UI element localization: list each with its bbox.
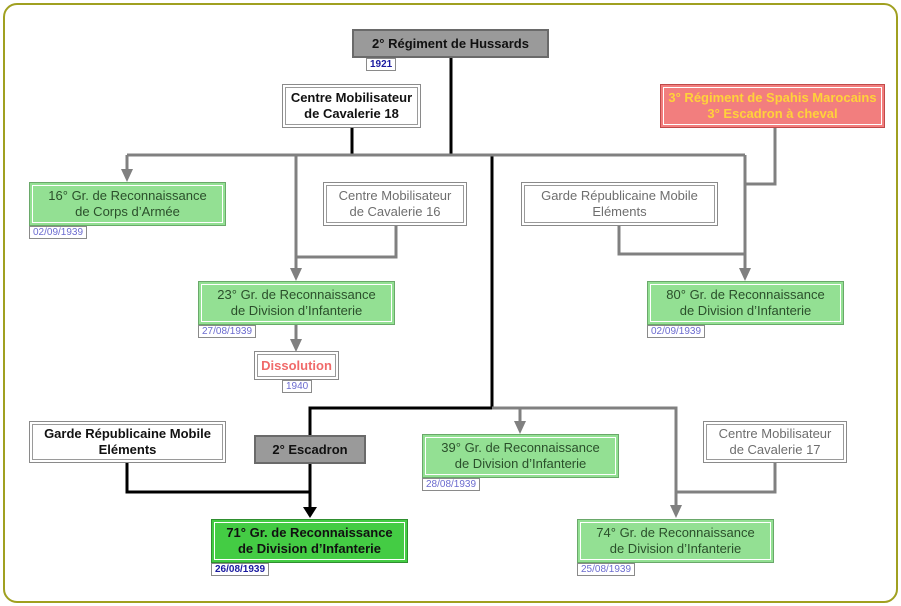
node-label-line1: Centre Mobilisateur xyxy=(718,426,832,441)
date-gr39: 28/08/1939 xyxy=(422,478,481,491)
node-hussards: 2° Régiment de Hussards xyxy=(352,29,549,58)
node-label-line2: de Division d’Infanterie xyxy=(609,541,742,556)
node-cmc17: Centre Mobilisateur de Cavalerie 17 xyxy=(703,421,847,463)
node-label-line2: de Division d’Infanterie xyxy=(230,303,363,318)
node-cmc16: Centre Mobilisateur de Cavalerie 16 xyxy=(323,182,467,226)
cmc18-link xyxy=(350,128,451,157)
node-gr39: 39° Gr. de Reconnaissance de Division d’… xyxy=(422,434,619,478)
grm-b-link xyxy=(125,463,310,494)
node-label-line2: 3° Escadron à cheval xyxy=(707,106,838,121)
node-label: 2° Régiment de Hussards xyxy=(372,35,529,51)
date-gr80: 02/09/1939 xyxy=(647,325,706,338)
date-gr74: 25/08/1939 xyxy=(577,563,636,576)
node-cmc18: Centre Mobilisateur de Cavalerie 18 xyxy=(282,84,421,128)
node-gr16: 16° Gr. de Reconnaissance de Corps d’Arm… xyxy=(29,182,226,226)
node-dissolution: Dissolution xyxy=(254,351,339,380)
node-label-line1: 39° Gr. de Reconnaissance xyxy=(441,440,600,455)
node-label-line1: 80° Gr. de Reconnaissance xyxy=(666,287,825,302)
node-label: 2° Escadron xyxy=(272,441,348,457)
node-label-line2: de Division d’Infanterie xyxy=(679,303,812,318)
node-gr23: 23° Gr. de Reconnaissance de Division d’… xyxy=(198,281,395,325)
node-label-line1: Centre Mobilisateur xyxy=(290,90,413,105)
node-grm-b: Garde Républicaine Mobile Eléments xyxy=(29,421,226,463)
node-label: Dissolution xyxy=(261,357,332,373)
node-label-line2: de Cavalerie 17 xyxy=(729,442,821,457)
date-gr23: 27/08/1939 xyxy=(198,325,257,338)
node-label-line1: 23° Gr. de Reconnaissance xyxy=(217,287,376,302)
node-label-line2: de Division d’Infanterie xyxy=(454,456,587,471)
node-label-line2: de Cavalerie 16 xyxy=(349,204,441,219)
node-label-line1: 74° Gr. de Reconnaissance xyxy=(596,525,755,540)
date-gr71: 26/08/1939 xyxy=(211,563,270,576)
date-gr16: 02/09/1939 xyxy=(29,226,88,239)
main-line xyxy=(308,58,494,516)
node-label-line2: Eléments xyxy=(98,442,157,457)
node-gr74: 74° Gr. de Reconnaissance de Division d’… xyxy=(577,519,774,563)
node-label-line2: de Corps d’Armée xyxy=(75,204,180,219)
node-label-line1: 71° Gr. de Reconnaissance xyxy=(226,525,393,540)
node-escadron: 2° Escadron xyxy=(254,435,366,464)
node-gr80: 80° Gr. de Reconnaissance de Division d’… xyxy=(647,281,844,325)
node-label-line1: 3° Régiment de Spahis Marocains xyxy=(668,90,877,105)
date-hussards: 1921 xyxy=(366,58,397,71)
node-spahis: 3° Régiment de Spahis Marocains 3° Escad… xyxy=(660,84,885,128)
node-label-line2: Eléments xyxy=(592,204,647,219)
arrow-71 xyxy=(303,507,317,518)
node-label-line2: de Division d’Infanterie xyxy=(237,541,382,556)
node-gr71: 71° Gr. de Reconnaissance de Division d’… xyxy=(211,519,408,563)
node-label-line2: de Cavalerie 18 xyxy=(304,106,399,121)
node-label-line1: 16° Gr. de Reconnaissance xyxy=(48,188,207,203)
node-label-line1: Garde Républicaine Mobile xyxy=(44,426,211,441)
node-grm-a: Garde Républicaine Mobile Eléments xyxy=(521,182,718,226)
node-label-line1: Centre Mobilisateur xyxy=(338,188,452,203)
date-dissolution: 1940 xyxy=(282,380,313,393)
node-label-line1: Garde Républicaine Mobile xyxy=(541,188,698,203)
